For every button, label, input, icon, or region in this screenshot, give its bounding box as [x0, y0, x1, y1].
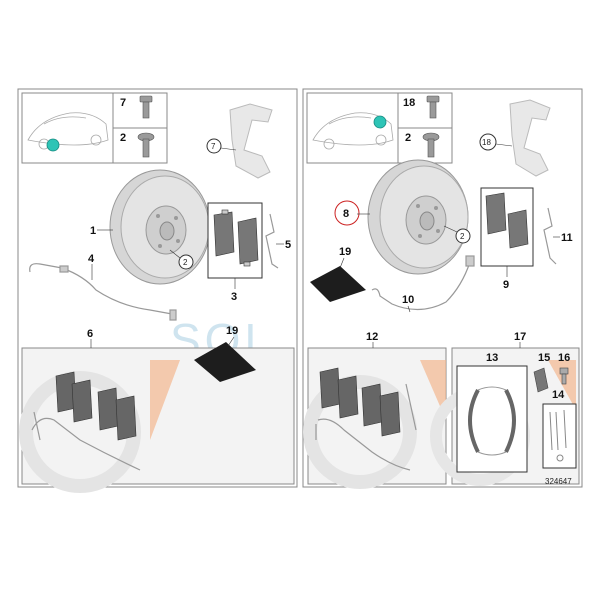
label-2-right: 2: [405, 132, 411, 144]
anti-rattle-clip-icon: [265, 213, 279, 269]
label-18: 18: [403, 97, 415, 109]
kit-6-pads-icon: [55, 371, 137, 441]
label-7: 7: [120, 97, 126, 109]
hardware-springs-icon: [549, 409, 567, 462]
kit-12-background-graphic: [303, 360, 446, 489]
bolt-7-icon: [139, 95, 153, 119]
right-location-marker: [373, 115, 387, 129]
highlight-callout-8: [334, 200, 360, 226]
rear-grease-packet-icon: [310, 266, 366, 302]
left-car-thumbnail-box: [21, 92, 114, 164]
callout-2-rear: [455, 228, 471, 244]
label-13: 13: [486, 352, 498, 364]
label-1: 1: [90, 225, 96, 237]
callout-7-label: 7: [211, 142, 216, 151]
label-19-right: 19: [339, 246, 351, 258]
right-bolt-box-18: [397, 92, 453, 129]
label-12: 12: [366, 331, 378, 343]
left-location-marker: [46, 138, 60, 152]
label-9: 9: [503, 279, 509, 291]
label-5: 5: [285, 239, 291, 251]
rear-clip-icon: [543, 207, 557, 265]
callout-2: [178, 254, 194, 270]
bolt-18-icon: [426, 95, 440, 119]
callout-18-label: 18: [482, 138, 491, 147]
label-4: 4: [88, 253, 95, 265]
label-2: 2: [120, 132, 126, 144]
grease-packet-icon: [194, 342, 256, 382]
label-15: 15: [538, 352, 550, 364]
rear-brake-pads-icon: [485, 192, 529, 249]
brake-shoes-icon: [468, 389, 516, 453]
label-3: 3: [231, 291, 237, 303]
label-19: 19: [226, 325, 238, 337]
kit-12-sensor-icon: [315, 383, 417, 471]
callout-2-label: 2: [183, 258, 188, 267]
kit-6-sensor-icon: [31, 411, 141, 471]
left-car-outline-icon: [27, 112, 109, 150]
wear-sensor-icon: [29, 263, 177, 321]
bolt-2-icon: [137, 132, 155, 158]
label-11: 11: [561, 232, 573, 244]
callout-7: [206, 138, 222, 154]
caliper-carrier-icon: [229, 103, 273, 179]
label-17: 17: [514, 331, 526, 343]
rear-caliper-carrier-icon: [509, 99, 551, 177]
brake-pads-icon: [213, 209, 259, 267]
label-6: 6: [87, 328, 93, 340]
brake-shoes-box-13: [456, 365, 528, 473]
label-14: 14: [552, 389, 565, 401]
kit-12-pads-icon: [319, 367, 401, 437]
callout-18: [479, 133, 497, 151]
callout-2-rear-label: 2: [460, 232, 465, 241]
adjuster-icon: [533, 367, 549, 393]
brake-shoes-spring-icon: [477, 386, 507, 456]
hardware-kit-box-14: [542, 403, 577, 469]
rear-brake-disc-icon: [367, 159, 469, 275]
label-16: 16: [558, 352, 570, 364]
brake-disc-icon: [109, 169, 211, 285]
retainer-pin-icon: [559, 367, 569, 385]
left-bolt-box-2: [112, 127, 168, 164]
bolt-2-right-icon: [422, 132, 440, 158]
rear-wear-sensor-icon: [371, 255, 475, 311]
label-8: 8: [343, 208, 349, 220]
label-10: 10: [402, 294, 414, 306]
diagram-part-number: 324647: [545, 477, 572, 486]
right-car-thumbnail-box: [306, 92, 399, 164]
